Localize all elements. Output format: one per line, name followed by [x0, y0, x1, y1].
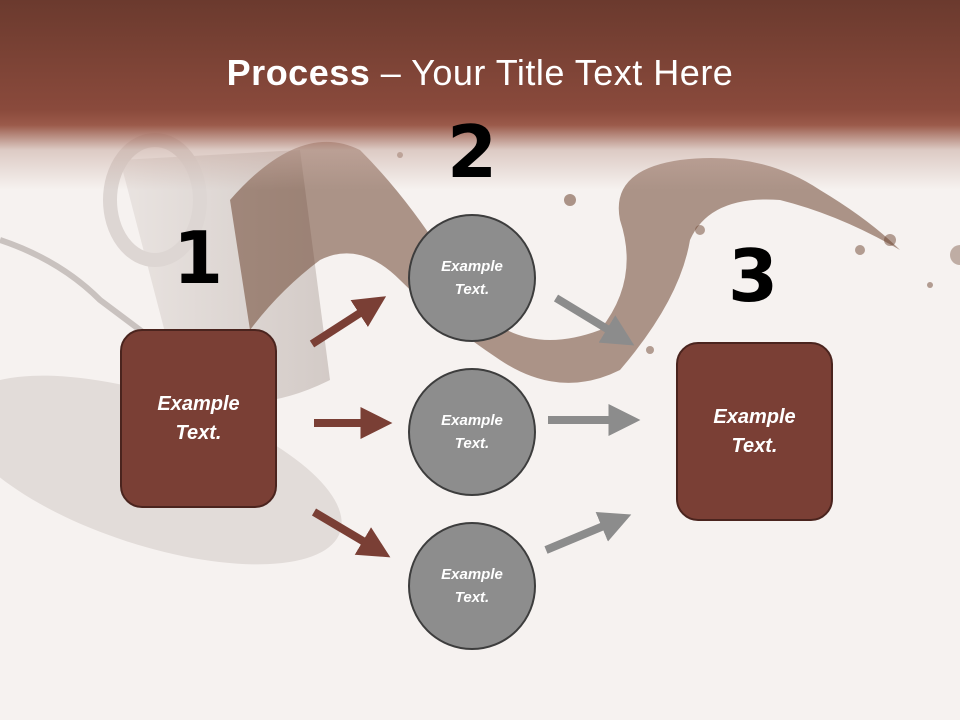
step-number-2: 2: [446, 110, 498, 194]
middle-circle-label: Example Text.: [441, 411, 503, 452]
left-process-box[interactable]: Example Text.: [120, 329, 277, 508]
slide-title: Process – Your Title Text Here: [0, 52, 960, 94]
bottom-circle-label: Example Text.: [441, 565, 503, 606]
top-circle[interactable]: Example Text.: [408, 214, 536, 342]
middle-circle[interactable]: Example Text.: [408, 368, 536, 496]
top-circle-label: Example Text.: [441, 257, 503, 298]
left-box-label: Example Text.: [157, 392, 240, 444]
arrow-left-to-top: [309, 296, 387, 348]
title-rest-part: – Your Title Text Here: [370, 52, 734, 93]
right-process-box[interactable]: Example Text.: [676, 342, 833, 521]
bottom-circle[interactable]: Example Text.: [408, 522, 536, 650]
coffee-splash-shape: [230, 141, 900, 383]
header-band: [0, 0, 960, 190]
right-box-label: Example Text.: [713, 405, 796, 457]
step-number-3: 3: [727, 234, 779, 318]
step-number-1: 1: [172, 216, 224, 300]
arrow-top-to-right: [553, 294, 635, 346]
arrow-bottom-to-right: [544, 512, 632, 554]
arrow-left-to-bottom: [311, 508, 391, 558]
title-bold-part: Process: [226, 52, 371, 93]
